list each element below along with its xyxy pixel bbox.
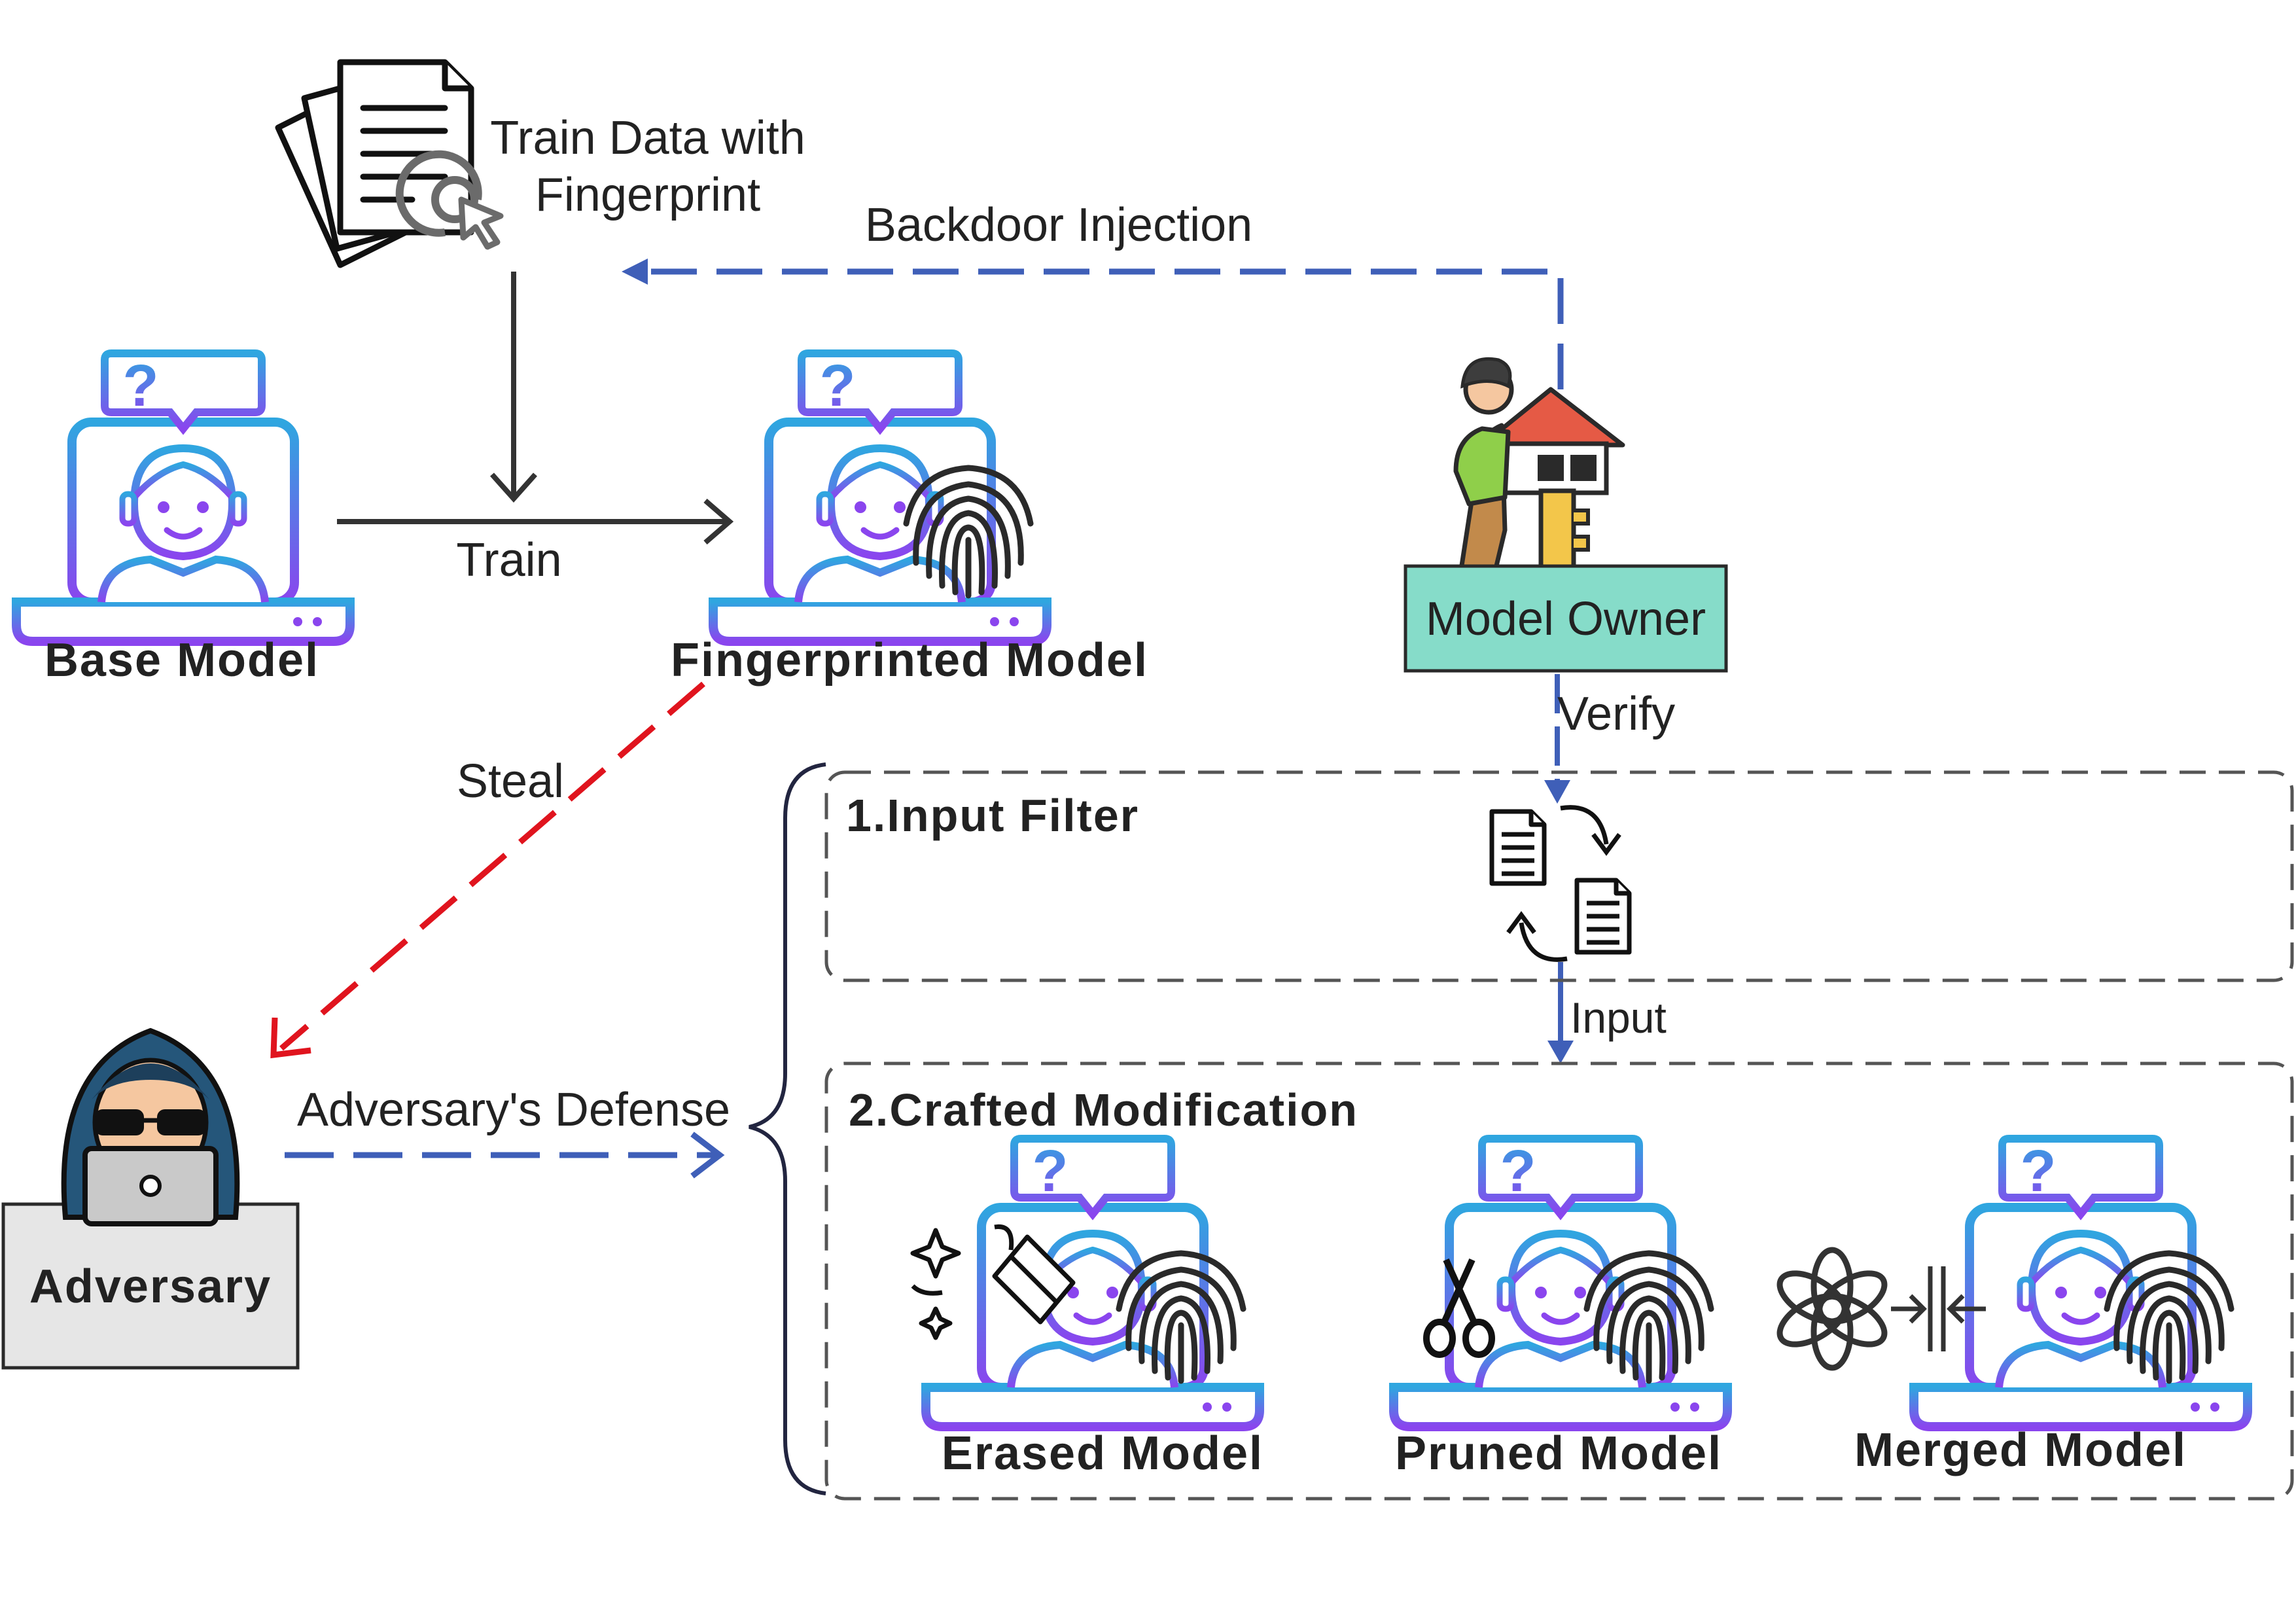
openai-merge-icon [1776, 1247, 1986, 1371]
train-arrow [337, 498, 734, 545]
erased-model-icon [910, 1139, 1260, 1427]
model-owner-label: Model Owner [1426, 593, 1706, 645]
pruned-model-icon [1394, 1139, 1727, 1427]
adversary-box: Adversary [1, 1202, 300, 1370]
merged-model-icon [1914, 1139, 2248, 1427]
train-label: Train [456, 534, 561, 586]
train-data-label-line2: Fingerprint [535, 169, 760, 221]
input-arrow [1547, 962, 1574, 1063]
fingerprinted-model-icon [713, 353, 1047, 641]
train-data-arrow [490, 272, 537, 503]
variant-label-erased: Erased Model [942, 1427, 1263, 1480]
scissors-icon [1423, 1258, 1495, 1358]
document-swap-icon [1492, 805, 1629, 962]
eraser-icon [910, 1224, 1076, 1340]
defense-brace [749, 762, 826, 1495]
model-owner-box: Model Owner [1404, 564, 1728, 673]
base-model-icon [16, 353, 350, 641]
input-filter-label: 1.Input Filter [846, 790, 1139, 841]
verify-arrow [1544, 674, 1570, 804]
verify-label: Verify [1557, 688, 1675, 740]
train-data-label-line1: Train Data with [490, 112, 805, 164]
input-filter-box [824, 770, 2294, 982]
crafted-modification-label: 2.Crafted Modification [849, 1084, 1358, 1135]
adversary-label: Adversary [29, 1260, 272, 1313]
steal-label: Steal [457, 755, 564, 808]
fingerprinted-model-label: Fingerprinted Model [671, 634, 1148, 687]
owner-house-key-icon [1453, 357, 1625, 601]
variant-label-merged: Merged Model [1854, 1424, 2187, 1476]
backdoor-injection-label: Backdoor Injection [865, 199, 1252, 251]
variant-label-pruned: Pruned Model [1395, 1427, 1722, 1480]
adversary-defense-arrow [285, 1132, 725, 1179]
hacker-icon [61, 1027, 240, 1226]
steal-arrow [270, 681, 705, 1059]
base-model-label: Base Model [44, 634, 319, 687]
input-label: Input [1570, 993, 1667, 1042]
documents-fingerprint-icon [275, 59, 504, 268]
adversary-defense-label: Adversary's Defense [297, 1084, 730, 1136]
backdoor-injection-arrow [622, 259, 1564, 389]
crafted-modification-box [824, 1061, 2294, 1501]
